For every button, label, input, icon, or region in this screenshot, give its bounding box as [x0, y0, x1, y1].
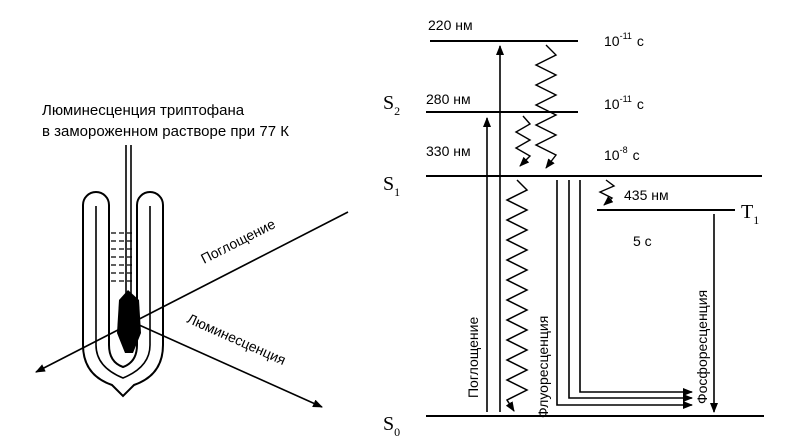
fluorescence-label: Флуоресценция [535, 316, 551, 418]
level-label-t1: T1 [741, 201, 759, 227]
phosphorescence-path-3 [579, 180, 693, 396]
absorption-label: Поглощение [465, 317, 481, 398]
dewar-outer-wall [82, 191, 164, 398]
caption-line1: Люминесценция триптофана [42, 102, 245, 119]
intersystem-crossing-arrow [598, 179, 616, 206]
caption-line2: в замороженном растворе при 77 К [42, 123, 289, 140]
wavelength-280: 280 нм [426, 91, 471, 107]
level-label-s0: S0 [383, 413, 400, 439]
liquid-nitrogen-lines [111, 232, 135, 282]
wavelength-330: 330 нм [426, 143, 471, 159]
lifetime-t1: 5 с [633, 233, 652, 249]
relaxation-top-to-s1 [534, 44, 558, 169]
level-label-s1: S1 [383, 173, 400, 199]
wavelength-435: 435 нм [624, 187, 669, 203]
luminescence-beam-arrow [127, 319, 323, 408]
relaxation-s2-to-s1 [514, 115, 532, 167]
fluorescence-arrow [505, 179, 529, 412]
phosphorescence-label: Фосфоресценция [694, 290, 710, 404]
phosphorescence-path-2 [568, 180, 693, 402]
frozen-sample [117, 290, 141, 353]
level-label-s2: S2 [383, 92, 400, 118]
left-panel: Люминесценция триптофана в замороженном … [35, 102, 349, 408]
absorption-beam-arrow [35, 211, 349, 373]
absorption-beam-label: Поглощение [198, 215, 278, 266]
right-panel: S2 S1 T1 S0 220 нм 280 нм 330 нм 435 нм … [383, 17, 764, 439]
dewar-inner-wall [95, 206, 151, 379]
wavelength-220: 220 нм [428, 17, 473, 33]
phosphorescence-path-1 [556, 180, 693, 409]
luminescence-beam-label: Люминесценция [185, 310, 289, 368]
